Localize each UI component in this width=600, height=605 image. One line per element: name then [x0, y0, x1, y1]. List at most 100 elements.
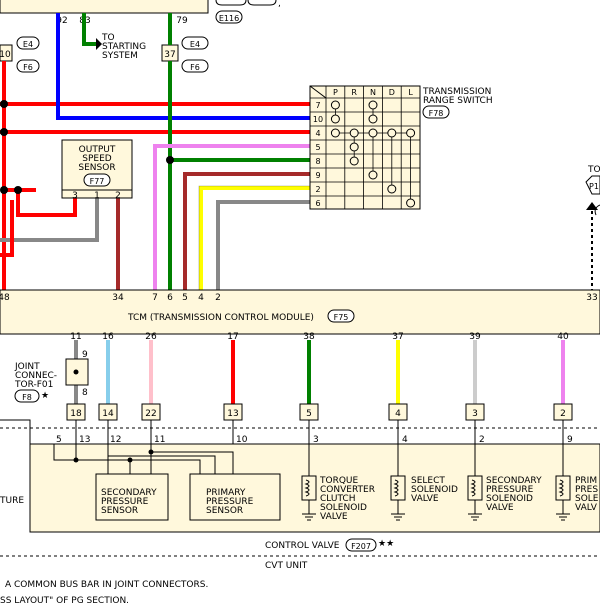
cvt-pin-4: 4: [402, 435, 408, 445]
pin-box-5-label: 5: [306, 409, 312, 419]
prim-label-3: SOLE: [575, 494, 599, 504]
tcm-pin-2: 2: [215, 293, 221, 303]
joint-label-3: TOR-F01: [14, 380, 53, 390]
connector-f75: [327, 309, 355, 323]
connector-f207: [345, 538, 377, 552]
connector-f77: [83, 173, 111, 187]
arrow-up-p10: [586, 202, 598, 210]
select-solenoid-valve: [390, 444, 406, 521]
tcm-label: TCM (TRANSMISSION CONTROL MODULE): [127, 313, 314, 323]
trs-header-p: P: [333, 88, 338, 97]
joint-bus-dot: [73, 369, 79, 375]
sps-label-4: VALVE: [486, 503, 514, 513]
trs-row-pin-2: 2: [315, 185, 320, 194]
trs-row-pin-8: 8: [315, 157, 320, 166]
tcm-pin-37: 37: [392, 332, 403, 342]
control-valve-label: CONTROL VALVE: [265, 541, 340, 551]
prim-label-4: VALV: [575, 503, 598, 513]
sel-label-2: SOLENOID: [411, 485, 458, 495]
oss-pin-2: 2: [115, 191, 121, 201]
tcm-pin-4: 4: [198, 293, 204, 303]
cvt-pin-5: 5: [56, 435, 62, 445]
joint-label-2: CONNEC-: [15, 371, 57, 381]
trs-contact: [349, 128, 359, 138]
pri-press-label-1: PRIMARY: [206, 488, 246, 498]
sec-press-label-1: SECONDARY: [101, 488, 157, 498]
top-harness-box: [0, 0, 209, 14]
pin-box-4-label: 4: [395, 409, 401, 419]
secondary-pressure-sensor: [95, 473, 169, 521]
wire-violet-trs-5: [153, 144, 310, 290]
wire-curve-p10: [594, 204, 600, 216]
tcm-pin-7: 7: [152, 293, 158, 303]
junction-dot: [148, 449, 154, 455]
connector-e4-left-label: E4: [23, 40, 33, 49]
tcm-pin-34: 34: [112, 293, 124, 303]
pin-box-10-label: 10: [0, 50, 11, 60]
trs-row-pin-10: 10: [313, 115, 323, 124]
connector-f8: [14, 389, 40, 403]
wire-brown-trs-9: [183, 172, 310, 290]
trs-contact: [406, 128, 416, 138]
wire-gray-trs-6: [216, 200, 310, 290]
connector-f6-left-label: F6: [23, 63, 33, 72]
junction-dot: [0, 128, 8, 136]
connector-e116-label: E116: [219, 14, 239, 23]
pri-press-label-2: PRESSURE: [206, 497, 254, 507]
tcm-pin-40: 40: [557, 332, 569, 342]
pin-box-18-label: 18: [70, 409, 82, 419]
junction-dot: [127, 457, 133, 463]
pin-box-13-label: 13: [227, 409, 238, 419]
trs-contact: [330, 100, 340, 110]
wire-red-oss-3: [16, 190, 77, 217]
top-comma: ,: [278, 0, 281, 9]
connector-p10-label: P10: [589, 182, 600, 191]
cvt-pin-13: 13: [79, 435, 90, 445]
cvt-unit-label: CVT UNIT: [265, 561, 308, 571]
wire-internal: [107, 444, 216, 474]
tcm-pin-39: 39: [469, 332, 481, 342]
connector-f207-label: F207: [351, 542, 371, 551]
connector-e116: [215, 10, 243, 24]
secondary-pressure-solenoid-valve: [467, 444, 483, 521]
cvt-pin-3: 3: [313, 435, 319, 445]
trs-header-r: R: [351, 88, 357, 97]
top-right-connector-stub-2: [247, 0, 277, 6]
trs-row-pin-6: 6: [315, 199, 320, 208]
tcc-label-3: CLUTCH: [320, 494, 355, 504]
trs-row-pin-4: 4: [315, 129, 320, 138]
wire-gray-oss-1: [0, 198, 99, 242]
junction-dot: [73, 457, 79, 463]
trs-contact: [387, 128, 397, 138]
trs-header-d: D: [389, 88, 395, 97]
tcm-pin-38: 38: [303, 332, 315, 342]
tcm-pin-26: 26: [145, 332, 157, 342]
cvt-pin-9: 9: [567, 435, 573, 445]
connector-p10-arrow: [585, 175, 600, 195]
wire-internal: [150, 444, 234, 474]
cvt-pin-11: 11: [154, 435, 165, 445]
wire-red-left-branch: [0, 200, 14, 257]
trs-contact: [349, 156, 359, 166]
connector-f77-label: F77: [90, 177, 105, 186]
trs-contact: [406, 198, 416, 208]
output-speed-sensor: [61, 139, 133, 199]
connector-f6-right-label: F6: [190, 63, 200, 72]
pin-box-3-label: 3: [472, 409, 478, 419]
prim-label-1: PRIM: [575, 476, 597, 486]
sel-label-3: VALVE: [411, 494, 439, 504]
sps-label-2: PRESSURE: [486, 485, 534, 495]
trs-contact: [368, 100, 378, 110]
cvt-pin-2: 2: [479, 435, 485, 445]
primary-pressure-solenoid-valve: [555, 444, 571, 521]
sec-press-label-3: SENSOR: [101, 506, 138, 516]
joint-pin-9: 9: [82, 350, 88, 360]
control-valve-stars: ★★: [378, 539, 394, 549]
connector-e4-left: [16, 36, 40, 50]
oss-label-1: OUTPUT: [79, 145, 116, 155]
oss-label-2: SPEED: [82, 154, 112, 164]
trs-contact: [387, 184, 397, 194]
oss-pin-1: 1: [94, 191, 100, 201]
